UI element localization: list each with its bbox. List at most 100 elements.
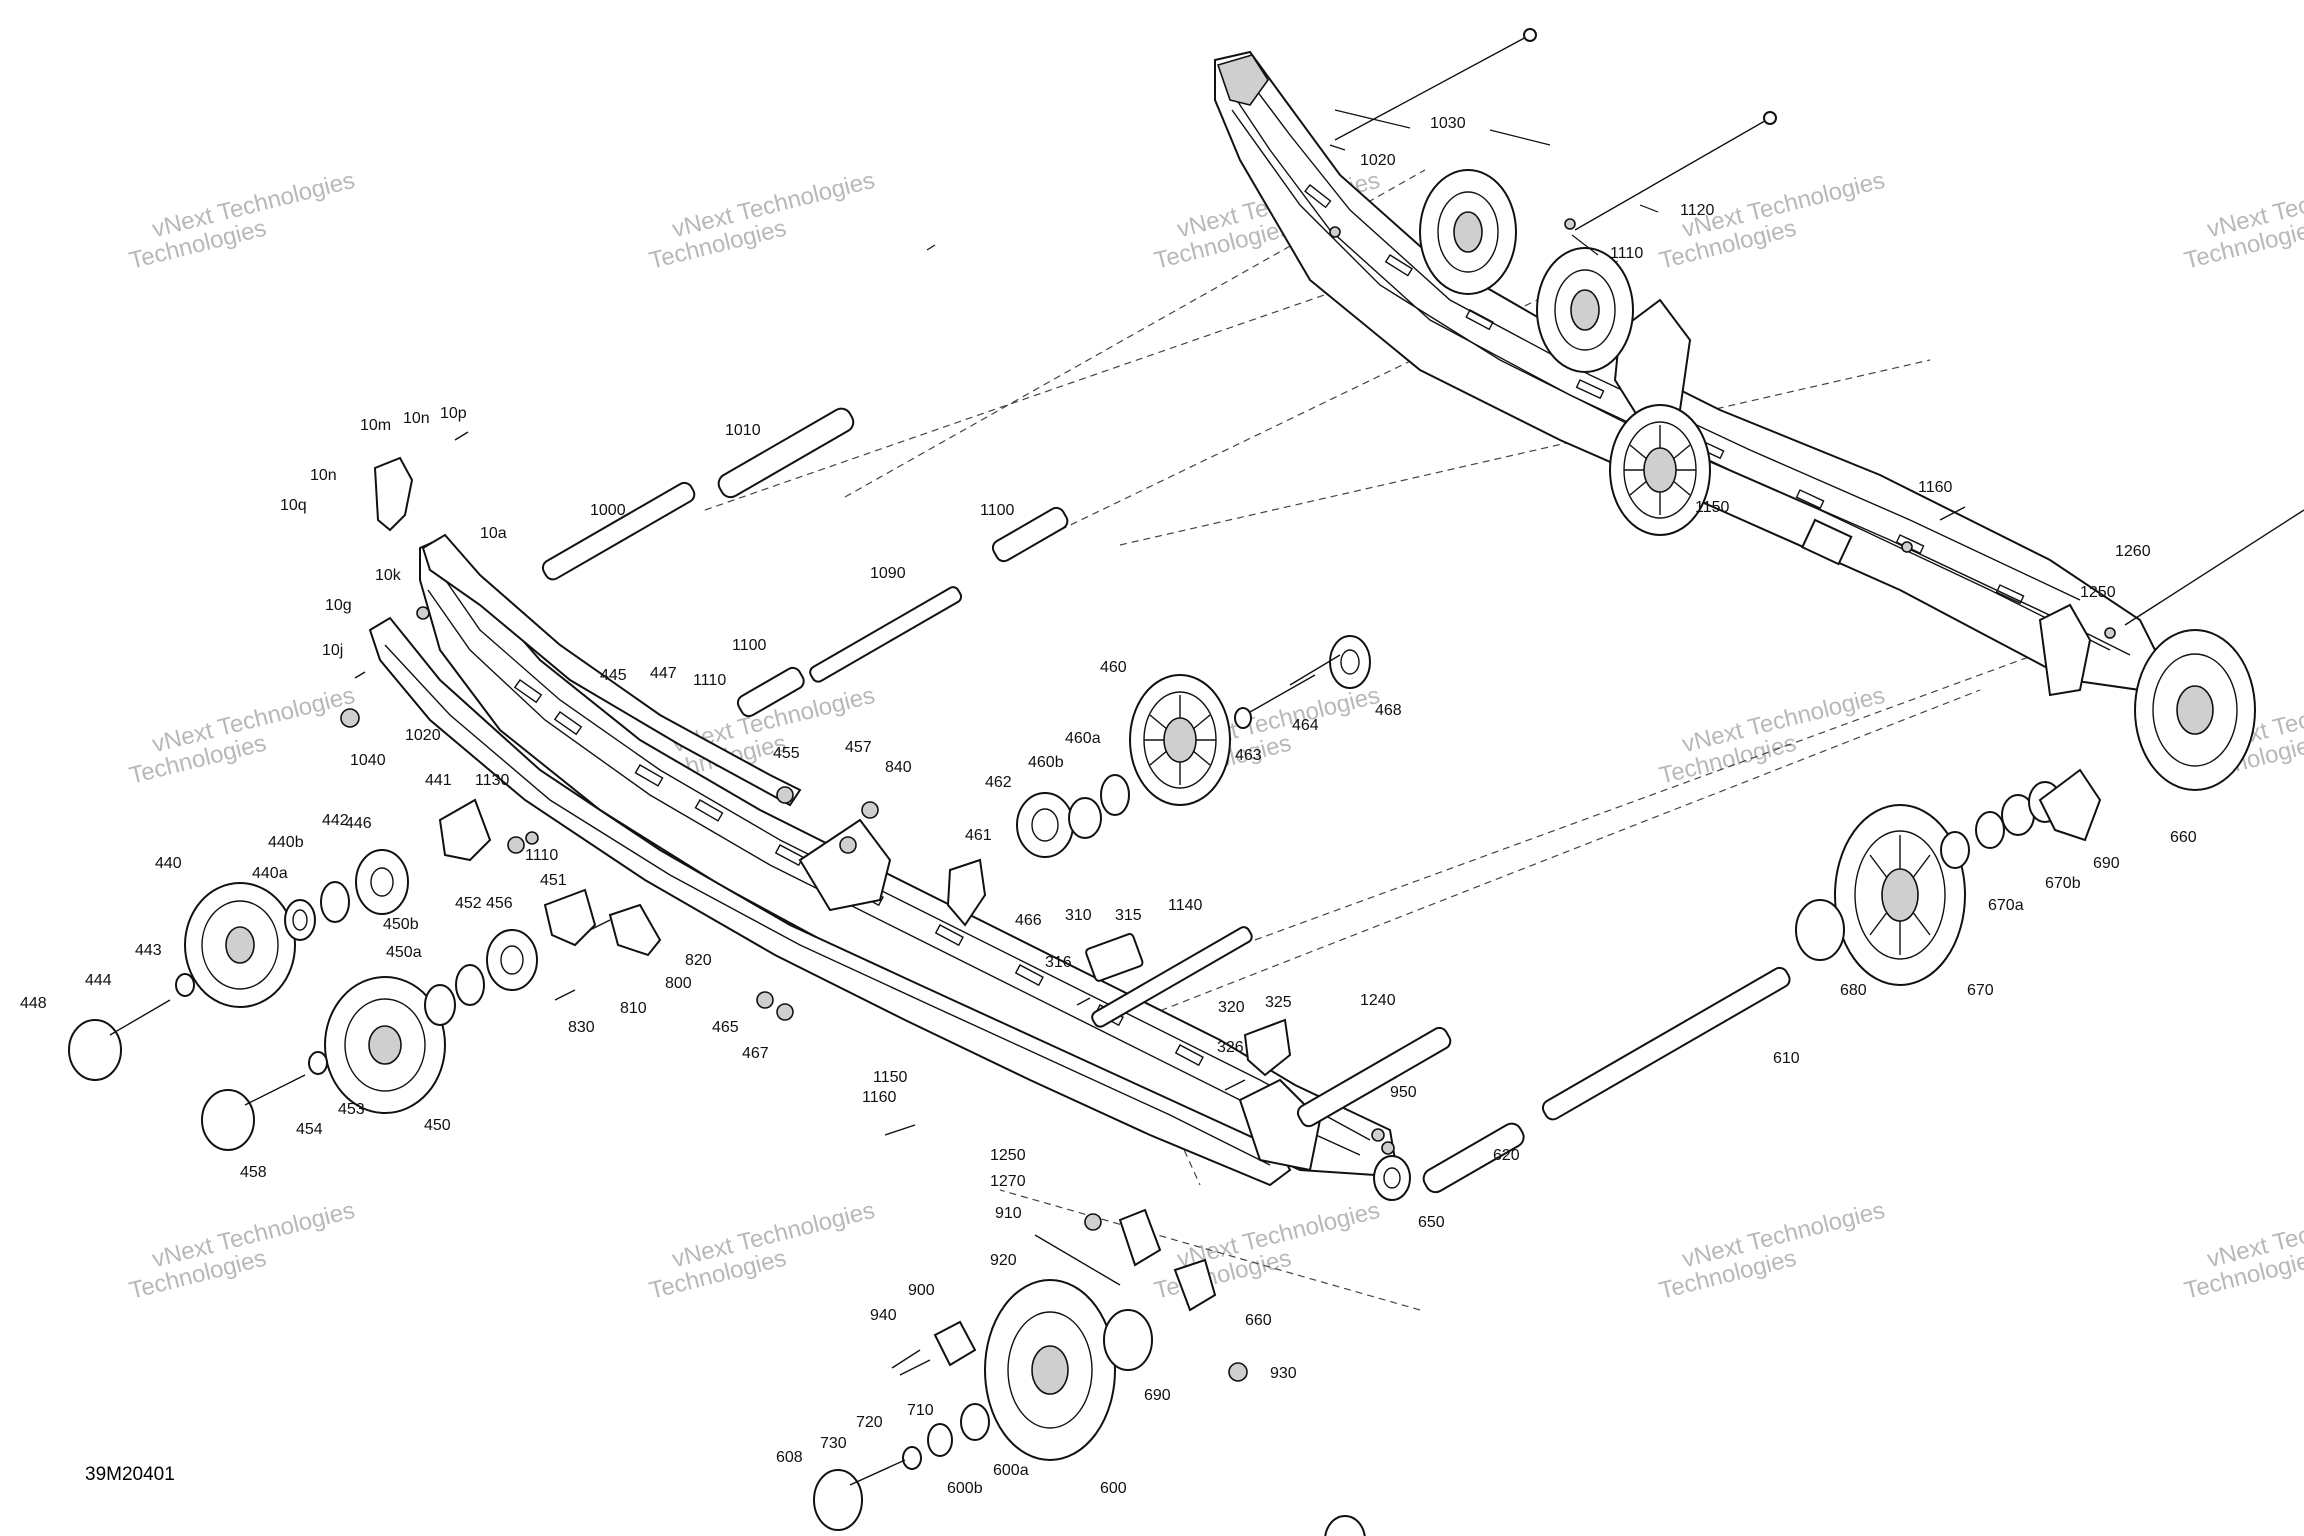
- part-label: 442: [322, 812, 349, 829]
- part-label: 900: [908, 1282, 935, 1299]
- part-label: 326: [1217, 1039, 1244, 1056]
- part-label: 800: [665, 975, 692, 992]
- part-label: 600: [1100, 1480, 1127, 1497]
- part-label: 940: [870, 1307, 897, 1324]
- part-label: 608: [776, 1449, 803, 1466]
- part-label: 1160: [862, 1089, 897, 1106]
- part-label: 450: [424, 1117, 451, 1134]
- part-label: 1250: [2080, 584, 2116, 601]
- part-label: 450a: [386, 944, 422, 961]
- part-label: 448: [20, 995, 47, 1012]
- part-label: 830: [568, 1019, 595, 1036]
- part-label: 320: [1218, 999, 1245, 1016]
- part-label: 650: [1418, 1214, 1445, 1231]
- leader-lines: [926, 109, 1659, 256]
- part-label: 910: [995, 1205, 1022, 1222]
- part-label: 710: [907, 1402, 934, 1419]
- part-label: 1090: [870, 565, 906, 582]
- diagram-reference-code: 39M20401: [85, 1464, 175, 1485]
- part-label: 456: [486, 895, 513, 912]
- part-label: 10q: [280, 497, 307, 514]
- part-label: 454: [296, 1121, 323, 1138]
- part-label: 315: [1115, 907, 1142, 924]
- part-label: 10k: [375, 567, 402, 584]
- part-label: 461: [965, 827, 992, 844]
- part-label: 670: [1967, 982, 1994, 999]
- part-label: 460: [1100, 659, 1127, 676]
- part-label: 1260: [2115, 543, 2151, 560]
- part-label: 460a: [1065, 730, 1101, 747]
- part-label: 1270: [990, 1173, 1026, 1190]
- part-label: 670a: [1988, 897, 2024, 914]
- part-label: 1020: [405, 727, 441, 744]
- part-label: 840: [885, 759, 912, 776]
- part-label: 440a: [252, 865, 288, 882]
- part-label: 446: [345, 815, 372, 832]
- part-label: 920: [990, 1252, 1017, 1269]
- left-wheels: [184, 674, 1966, 1461]
- part-label: 452: [455, 895, 482, 912]
- part-label: 600a: [993, 1462, 1029, 1479]
- part-label: 10m: [360, 417, 391, 434]
- right-rail-assembly: [1214, 50, 2162, 697]
- part-label: 464: [1292, 717, 1319, 734]
- part-label: 1160: [1918, 479, 1953, 496]
- part-label: 1240: [1360, 992, 1396, 1009]
- part-label: 1250: [990, 1147, 1026, 1164]
- part-label: 467: [742, 1045, 769, 1062]
- part-label: 1100: [980, 502, 1015, 519]
- part-label: 463: [1235, 747, 1262, 764]
- part-label: 447: [650, 665, 677, 682]
- right-rail-wheels: [1419, 169, 2256, 791]
- part-label: 10n: [403, 410, 430, 427]
- part-label: 1150: [873, 1069, 908, 1086]
- left-shafts: [541, 407, 1791, 1286]
- part-label: 820: [685, 952, 712, 969]
- part-label: 680: [1840, 982, 1867, 999]
- part-label: 720: [856, 1414, 883, 1431]
- part-label: 443: [135, 942, 162, 959]
- part-label: 441: [425, 772, 452, 789]
- part-label: 660: [2170, 829, 2197, 846]
- upper-shafts: [1334, 28, 2304, 626]
- part-label: 1150: [1695, 499, 1730, 516]
- part-label: 457: [845, 739, 872, 756]
- part-label: 690: [2093, 855, 2120, 872]
- part-label: 660: [1245, 1312, 1272, 1329]
- part-label: 451: [540, 872, 567, 889]
- part-label: 466: [1015, 912, 1042, 929]
- part-label: 1120: [1680, 202, 1715, 219]
- part-label: 1110: [525, 847, 558, 864]
- part-label: 440: [155, 855, 182, 872]
- part-label: 600b: [947, 1480, 983, 1497]
- part-label: 440b: [268, 834, 304, 851]
- part-label: 10g: [325, 597, 352, 614]
- part-label: 325: [1265, 994, 1292, 1011]
- part-label: 465: [712, 1019, 739, 1036]
- part-label: 930: [1270, 1365, 1297, 1382]
- part-label: 453: [338, 1101, 365, 1118]
- part-label: 10a: [480, 525, 507, 542]
- part-label: 690: [1144, 1387, 1171, 1404]
- part-label: 1000: [590, 502, 626, 519]
- part-label: 620: [1493, 1147, 1520, 1164]
- part-label: 310: [1065, 907, 1092, 924]
- part-label: 445: [600, 667, 627, 684]
- part-label: 1020: [1360, 152, 1396, 169]
- part-label: 450b: [383, 916, 419, 933]
- part-label: 468: [1375, 702, 1402, 719]
- part-label: 1130: [475, 772, 510, 789]
- part-label: 10p: [440, 405, 467, 422]
- part-label: 458: [240, 1164, 267, 1181]
- small-hardware: [68, 218, 2116, 1536]
- part-label: 1110: [693, 672, 726, 689]
- part-label: 1010: [725, 422, 761, 439]
